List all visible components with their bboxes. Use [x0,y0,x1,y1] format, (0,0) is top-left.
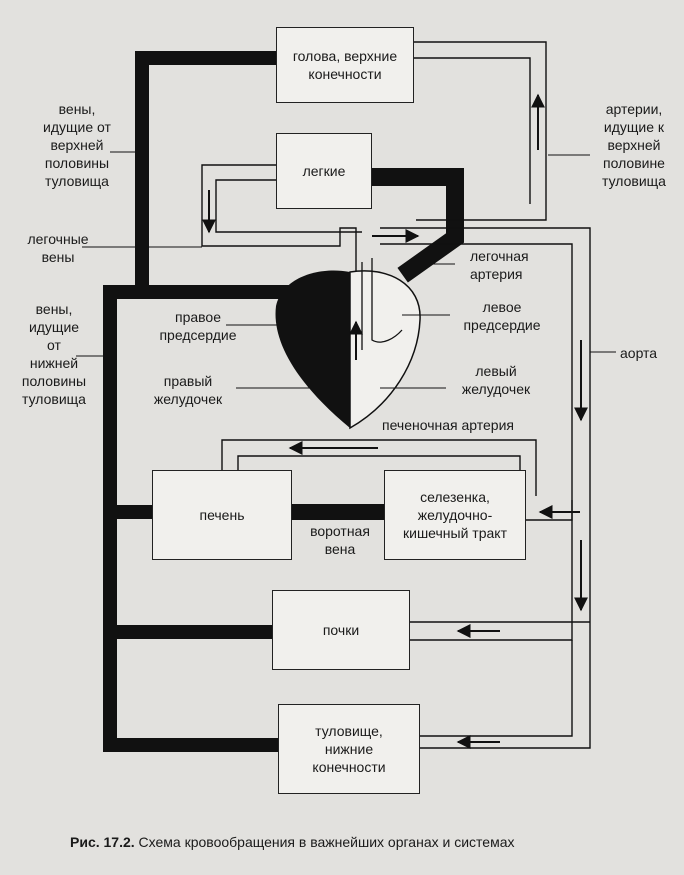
spleen-box: селезенка, желудочно- кишечный тракт [384,470,526,560]
label-right-atrium: правое предсердие [159,309,237,343]
kidneys-box: почки [272,590,410,670]
head-box: голова, верхние конечности [276,27,414,103]
artery-upper-outer [414,41,547,221]
pulmonary-vein-loop [201,164,357,350]
label-portal-vein: воротная вена [310,523,370,557]
label-pulmonary-veins: легочные вены [27,231,89,265]
heart [275,258,421,430]
label-veins-lower: вены, идущие от нижней половины туловища [21,301,87,407]
trunk-artery [420,640,573,737]
label-aorta: аорта [620,345,658,361]
artery-upper-inner [414,57,531,204]
label-veins-upper: вены, идущие от верхней половины туловищ… [43,101,111,189]
label-left-atrium: левое предсердие [463,299,541,333]
spleen-artery [526,500,573,521]
label-pulmonary-artery: легочная артерия [470,248,529,282]
trunk-box: туловище, нижние конечности [278,704,420,794]
heart-right-half [275,270,350,428]
caption-number: Рис. 17.2. [70,834,135,850]
hepatic-artery-outer [221,439,537,496]
flow-arrows [202,93,588,749]
label-left-ventricle: левый желудочек [461,363,531,397]
aorta-outer [380,227,591,749]
lungs-box: легкие [276,133,372,209]
aorta-inner [380,243,573,500]
pulmonary-vein-loop-inner [215,179,362,233]
pulmonary-artery-vessel [363,168,464,283]
caption-text: Схема кровообращения в важнейших органах… [138,834,515,850]
label-hepatic-artery: печеночная артерия [382,417,514,433]
heart-septum [361,258,403,350]
label-lines [76,151,616,389]
vein-lower [103,285,307,752]
heart-left-half [349,270,421,430]
liver-box: печень [152,470,292,560]
label-arteries-upper: артерии, идущие к верхней половине тулов… [602,101,666,189]
arteries-group [201,41,591,749]
label-right-ventricle: правый желудочек [153,373,223,407]
veins-group [103,51,464,752]
figure-caption: Рис. 17.2. Схема кровообращения в важней… [70,834,514,850]
